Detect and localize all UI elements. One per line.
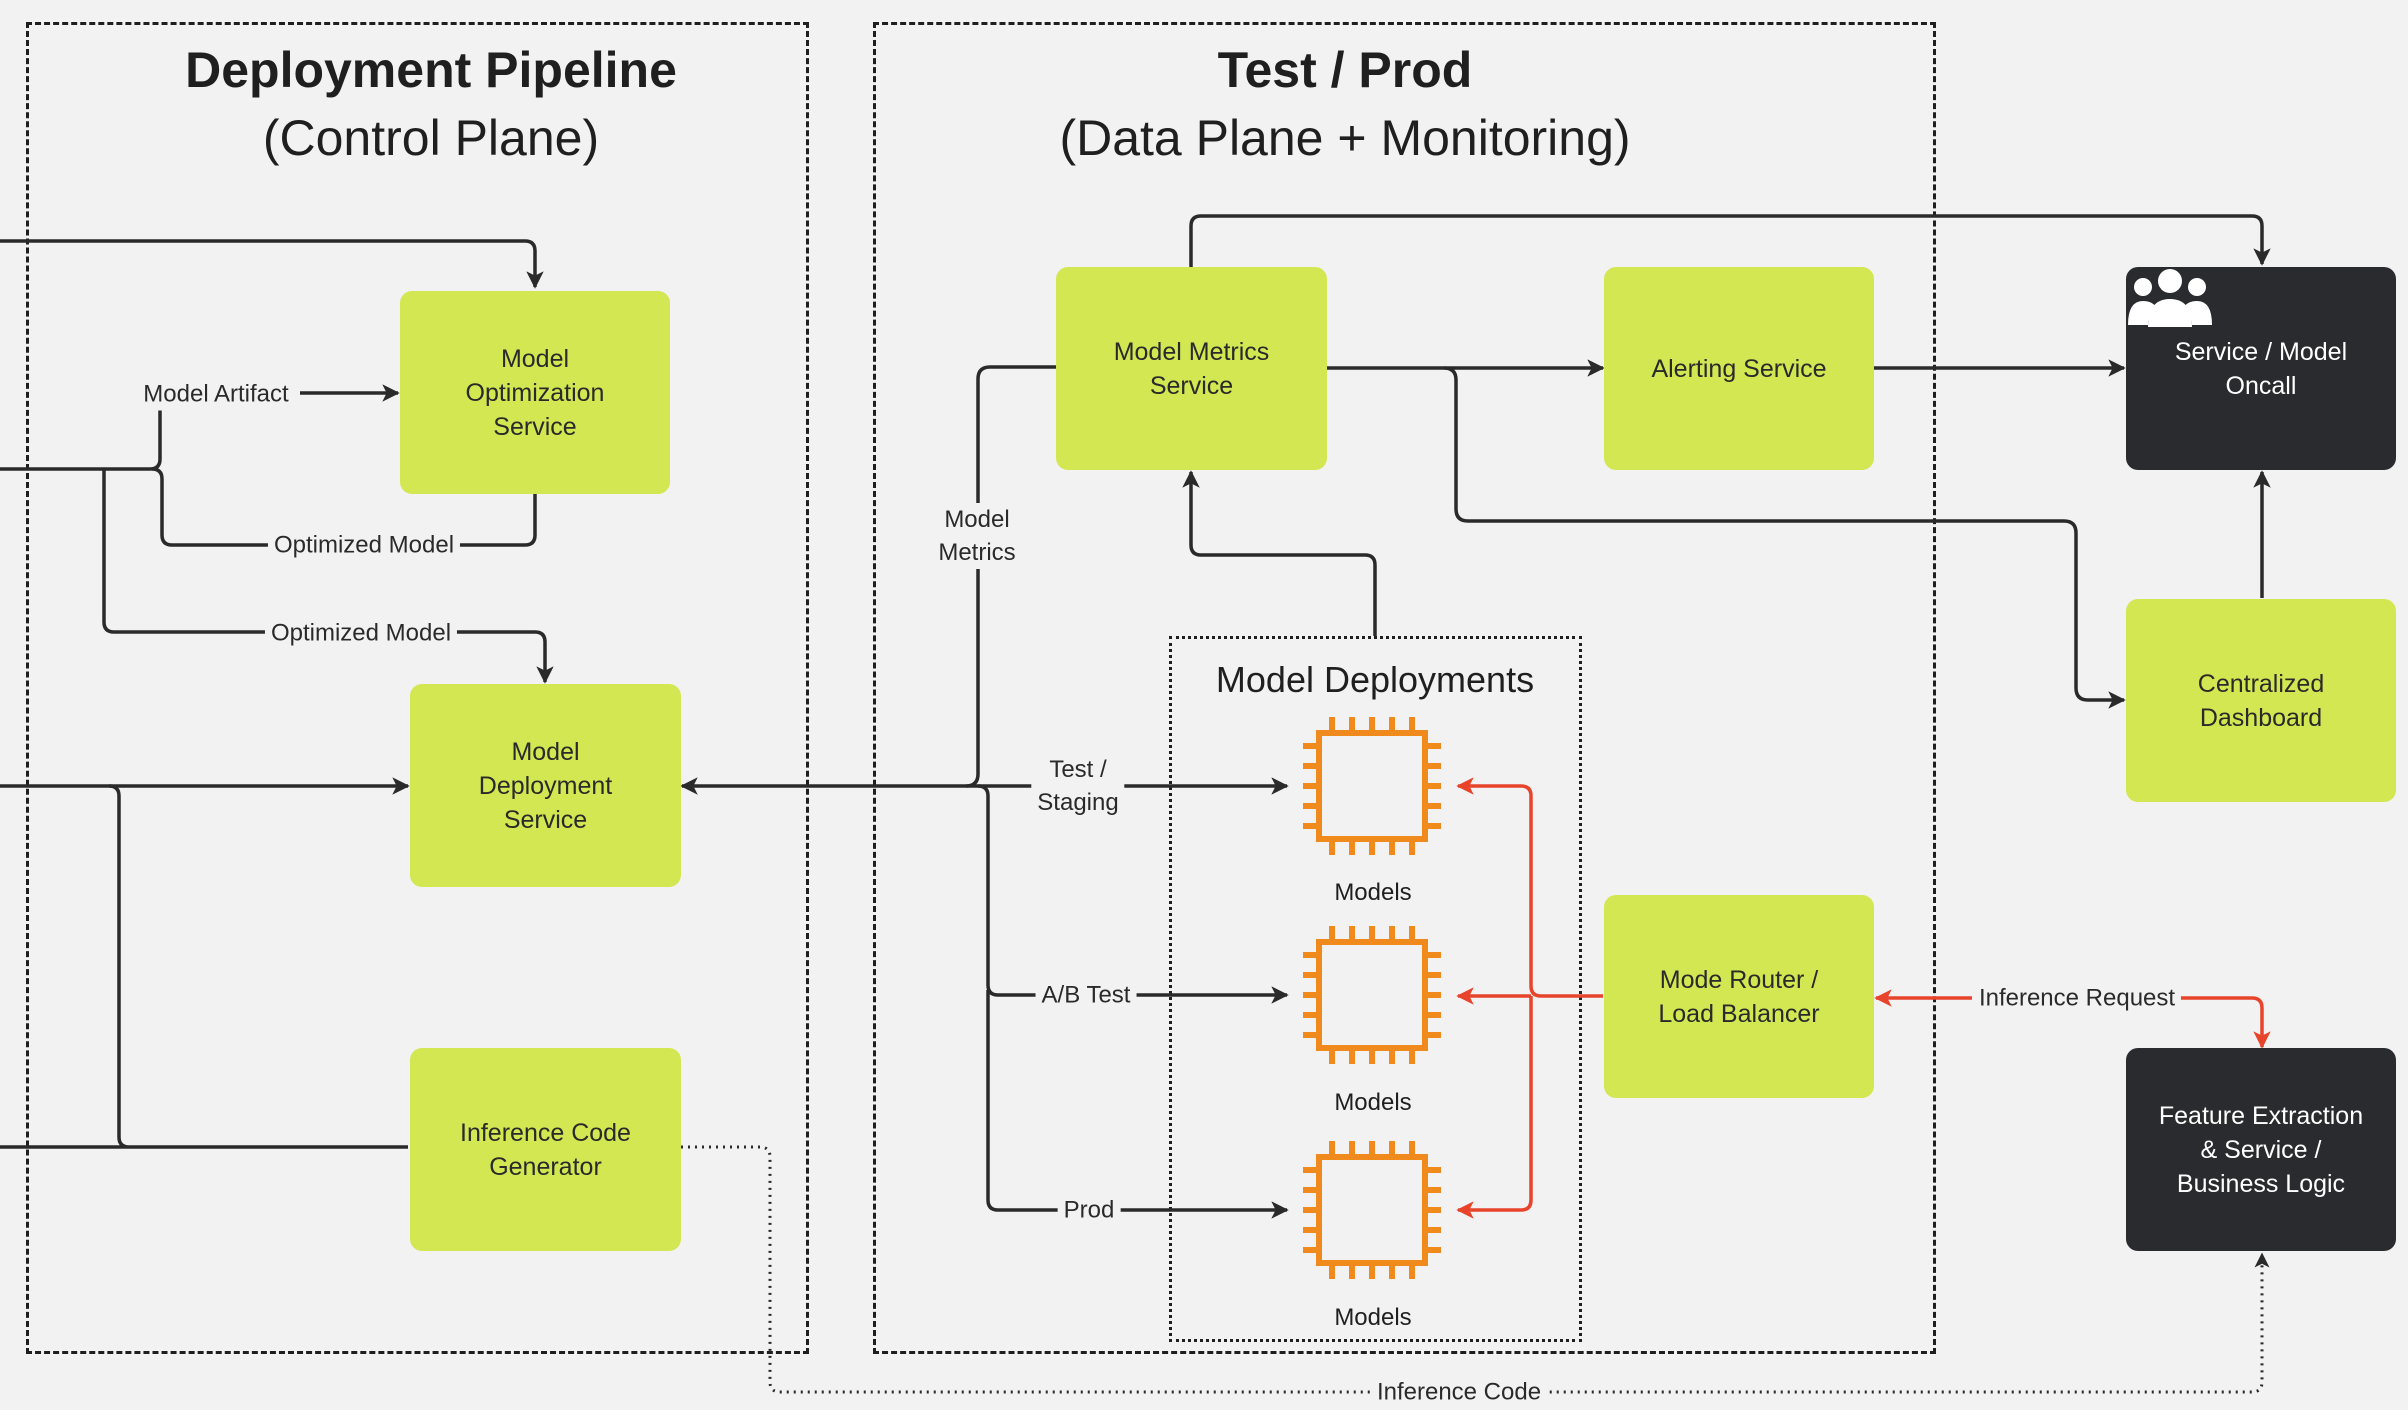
edge-router-to-model-1 <box>1456 777 1603 998</box>
label-inference-code: Inference Code <box>1370 1375 1548 1409</box>
inference-code-generator-label: Inference Code Generator <box>460 1118 631 1181</box>
label-optimized-model-1: Optimized Model <box>267 528 461 562</box>
chip-label-3: Models <box>1334 1304 1412 1331</box>
label-ab-test: A/B Test <box>1035 978 1137 1012</box>
model-optimization-service: Model Optimization Service <box>400 291 670 494</box>
edge-metrics-to-oncall <box>1189 214 2271 267</box>
cpu-chip-icon <box>1303 926 1441 1064</box>
label-test-staging: Test / Staging <box>1031 753 1125 819</box>
edge-model-artifact <box>0 393 398 471</box>
pipeline-title: Deployment Pipeline (Control Plane) <box>26 36 836 172</box>
edge-deployments-to-metrics <box>1182 470 1377 636</box>
model-metrics-service: Model Metrics Service <box>1056 267 1327 470</box>
cpu-chip-icon <box>1303 1141 1441 1279</box>
edge-metrics-to-deployment <box>680 365 1056 795</box>
people-group-icon <box>2128 269 2212 327</box>
chip-label-2: Models <box>1334 1089 1412 1116</box>
feature-extraction-service-label: Feature Extraction & Service / Business … <box>2158 1101 2364 1198</box>
alerting-service-label: Alerting Service <box>1651 354 1827 383</box>
label-prod: Prod <box>1057 1193 1121 1227</box>
mode-router-load-balancer-label: Mode Router / Load Balancer <box>1658 965 1820 1028</box>
edge-metrics-to-dashboard <box>1443 366 2126 709</box>
label-inference-request: Inference Request <box>1972 981 2182 1015</box>
mode-router-load-balancer: Mode Router / Load Balancer <box>1604 895 1874 1098</box>
label-model-artifact: Model Artifact <box>137 377 295 411</box>
feature-extraction-service: Feature Extraction & Service / Business … <box>2126 1048 2396 1251</box>
centralized-dashboard: Centralized Dashboard <box>2126 599 2396 802</box>
model-deployment-service: Model Deployment Service <box>410 684 681 887</box>
model-deployment-service-label: Model Deployment Service <box>478 737 613 834</box>
model-deployments-title: Model Deployments <box>1215 659 1535 700</box>
label-optimized-model-2: Optimized Model <box>264 616 458 650</box>
label-model-metrics: Model Metrics <box>932 503 1022 569</box>
pipeline-subtitle-text: (Control Plane) <box>262 110 600 166</box>
service-model-oncall-label: Service / Model Oncall <box>2174 337 2348 400</box>
centralized-dashboard-label: Centralized Dashboard <box>2197 669 2325 732</box>
edge-input-to-optimization <box>0 239 544 289</box>
testprod-section <box>873 22 1936 1354</box>
edge-optimized-model-1 <box>151 467 537 547</box>
testprod-subtitle-text: (Data Plane + Monitoring) <box>1059 110 1631 166</box>
chips-layer <box>1303 717 1441 1279</box>
edge-inference-code <box>681 1145 2270 1394</box>
chip-label-1: Models <box>1334 879 1412 906</box>
edge-ab-test <box>977 784 1289 1004</box>
service-model-oncall: Service / Model Oncall <box>2126 267 2396 470</box>
edge-prod <box>986 990 1289 1219</box>
edge-optimized-model-2 <box>102 469 554 684</box>
edge-input-to-inference-gen <box>0 784 408 1149</box>
pipeline-section <box>26 22 809 1354</box>
edge-request-to-feature <box>2178 996 2271 1049</box>
pipeline-title-text: Deployment Pipeline <box>185 42 677 98</box>
testprod-title: Test / Prod (Data Plane + Monitoring) <box>945 36 1745 172</box>
model-metrics-service-label: Model Metrics Service <box>1113 337 1270 400</box>
inference-code-generator: Inference Code Generator <box>410 1048 681 1251</box>
edge-router-to-model-3 <box>1456 996 1533 1219</box>
model-optimization-service-label: Model Optimization Service <box>465 344 605 441</box>
alerting-service: Alerting Service <box>1604 267 1874 470</box>
cpu-chip-icon <box>1303 717 1441 855</box>
testprod-title-text: Test / Prod <box>1217 42 1473 98</box>
model-deployments-box <box>1169 636 1582 1342</box>
